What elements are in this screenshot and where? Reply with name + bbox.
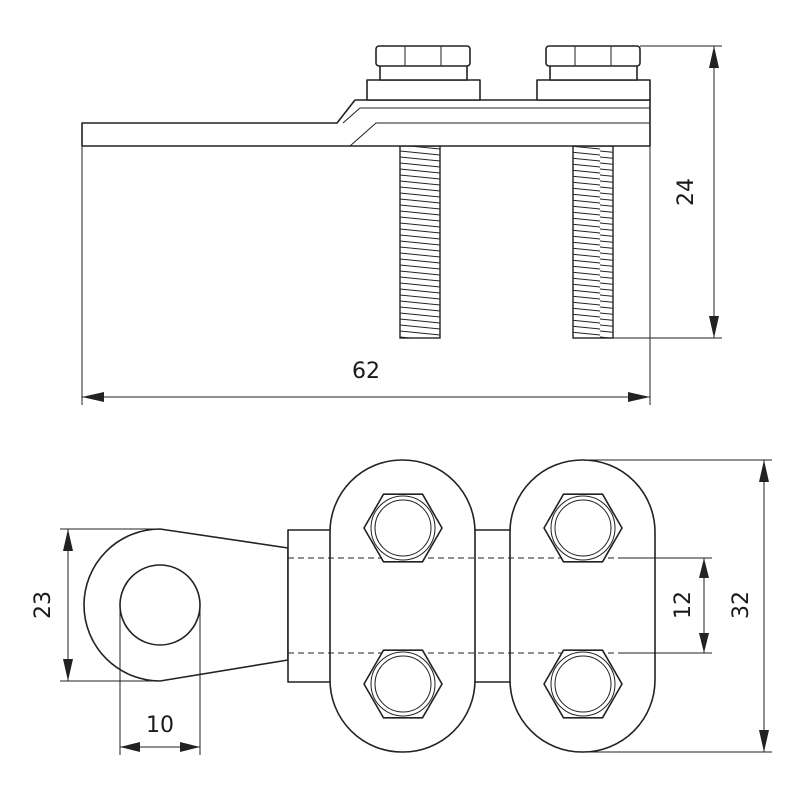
dimension-bolt-spacing: 12 [620, 557, 712, 654]
clamp-block-left [366, 79, 481, 101]
nut-side-right [545, 45, 641, 67]
bolt-thread-right [572, 145, 614, 339]
dimension-total-length: 62 [81, 146, 651, 405]
hex-nut-bottom-left [363, 649, 443, 719]
hex-nut-top-right [543, 493, 623, 563]
lug-hole [119, 564, 201, 646]
bolt-thread-left [399, 145, 441, 339]
dimension-label-32: 32 [729, 591, 754, 619]
top-view: 23 10 12 32 [31, 459, 772, 755]
dimension-label-62: 62 [352, 359, 380, 384]
hex-nut-top-left [363, 493, 443, 563]
nut-side-left [375, 45, 471, 67]
dimension-side-height: 24 [613, 45, 722, 339]
dimension-label-12: 12 [671, 591, 696, 619]
dimension-eye-height: 23 [31, 528, 160, 682]
clamp-block-right [536, 79, 651, 101]
hex-nut-bottom-right [543, 649, 623, 719]
dimension-label-23: 23 [31, 591, 56, 619]
dimension-body-height: 32 [583, 459, 772, 753]
dimension-label-24: 24 [674, 178, 699, 206]
dimension-label-10: 10 [146, 713, 174, 738]
dimension-hole-diameter: 10 [119, 605, 201, 755]
side-view: 62 24 [81, 45, 722, 405]
